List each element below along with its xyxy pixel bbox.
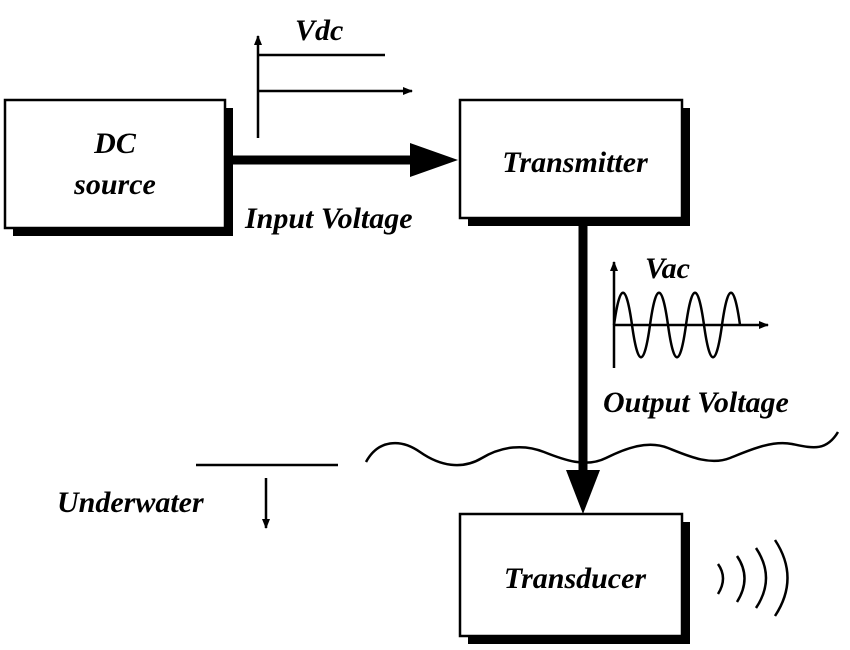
dc-source-block: DC source xyxy=(3,98,233,236)
dc-source-box xyxy=(3,98,227,230)
transmitter-block: Transmitter xyxy=(458,98,690,226)
transducer-box xyxy=(458,512,684,638)
vac-waveform-graph: Vac xyxy=(610,252,769,368)
transducer-label: Transducer xyxy=(504,562,647,595)
input-voltage-arrow xyxy=(233,143,458,177)
transmitter-box xyxy=(458,98,684,220)
output-voltage-arrow xyxy=(566,226,600,514)
sound-wave-icon xyxy=(716,539,789,617)
transmitter-label: Transmitter xyxy=(502,146,648,179)
transducer-block: Transducer xyxy=(458,512,690,644)
water-surface xyxy=(196,431,840,467)
input-voltage-label: Input Voltage xyxy=(244,202,413,235)
vdc-waveform-graph: Vdc xyxy=(254,14,413,138)
vac-sine-wave xyxy=(612,291,742,359)
water-wave-line xyxy=(364,431,840,467)
dc-source-label-line2: source xyxy=(73,168,156,201)
output-voltage-label: Output Voltage xyxy=(603,386,789,419)
dc-source-label-line1: DC xyxy=(93,127,137,160)
underwater-label: Underwater xyxy=(57,486,204,519)
vac-symbol: Vac xyxy=(645,252,690,285)
vdc-symbol: Vdc xyxy=(295,14,343,47)
